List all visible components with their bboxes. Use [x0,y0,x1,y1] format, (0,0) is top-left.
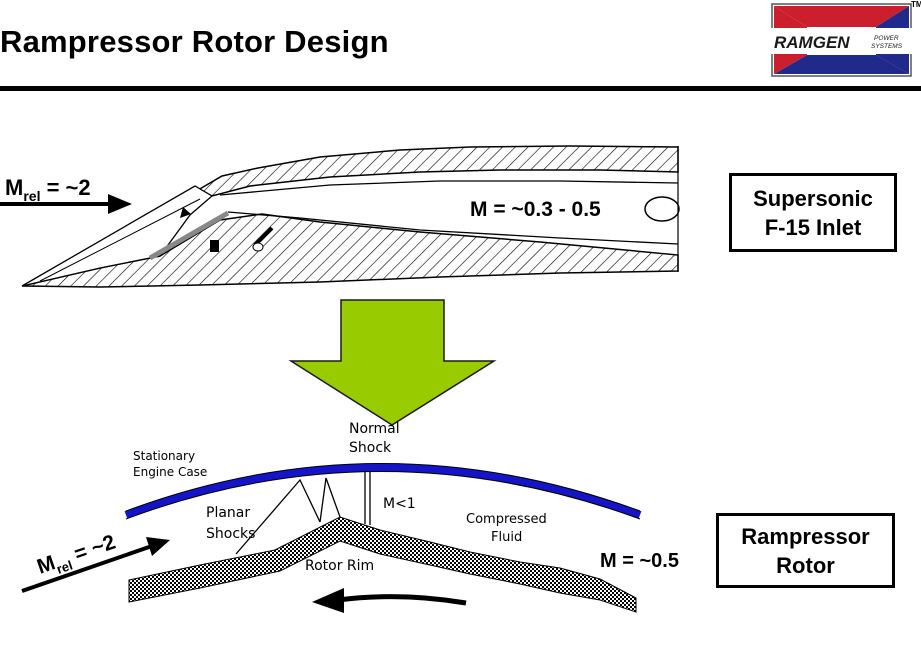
planar-shocks-label-1: Planar [206,505,250,521]
inlet-mrel-value: = ~2 [40,175,90,200]
logo-blue-band [774,55,909,74]
subsonic-mach-label: M<1 [383,496,416,512]
normal-shock-label-2: Shock [349,440,392,456]
inlet-bleed-ramp [148,210,230,261]
rotor-rim [128,516,637,613]
rotor-box-line-1: Rampressor [741,524,870,549]
rotation-arrow [337,594,467,606]
planar-shocks-label-2: Shocks [206,526,255,542]
inlet-mrel-sub: rel [23,188,40,204]
logo-sub-2: SYSTEMS [871,43,903,50]
exit-mach-label: M = ~0.5 [600,550,679,572]
rampressor-rotor-drawing [124,463,642,613]
engine-case-label-1: Stationary [133,449,195,463]
f15-inlet-drawing [21,145,680,288]
logo-sub-1: POWER [874,35,899,42]
title-rule [0,86,921,91]
rotor-box-line-2: Rotor [776,553,835,578]
inlet-ramp [21,185,214,287]
logo-brand: RAMGEN [774,33,850,52]
rotor-flow-arrow [21,544,153,593]
inlet-label-box: Supersonic F-15 Inlet [729,173,897,252]
inlet-block-detail [210,240,219,252]
planar-shock-1 [235,478,321,555]
compressed-fluid-label-1: Compressed [466,512,547,527]
engine-case [124,463,642,519]
svg-text:Mrel = ~2: Mrel = ~2 [34,531,120,583]
svg-text:Mrel = ~2: Mrel = ~2 [5,175,91,204]
transition-arrow [288,299,497,426]
normal-shock-label-1: Normal [349,421,400,437]
logo-red-band [774,6,909,27]
inlet-mach-internal: M = ~0.3 - 0.5 [470,198,601,221]
planar-shock-2 [319,477,341,523]
inlet-box-line-2: F-15 Inlet [764,215,862,240]
rotor-mrel-sub: rel [55,557,75,576]
slide-title: Rampressor Rotor Design [0,24,389,59]
ramgen-logo: RAMGEN POWER SYSTEMS [771,3,912,77]
compressed-fluid-label-2: Fluid [491,530,522,545]
inlet-box-line-1: Supersonic [753,186,873,211]
inlet-exit-bullet [644,196,680,222]
inlet-mrel-main: M [5,175,23,200]
engine-case-label-2: Engine Case [133,465,207,479]
rotor-label-box: Rampressor Rotor [716,513,895,588]
inlet-lower-body [21,213,679,288]
inlet-upper-cowl [196,145,679,197]
rotor-rim-label: Rotor Rim [305,558,374,574]
inlet-arrow-detail [180,207,191,218]
logo-trademark: TM [911,0,921,9]
